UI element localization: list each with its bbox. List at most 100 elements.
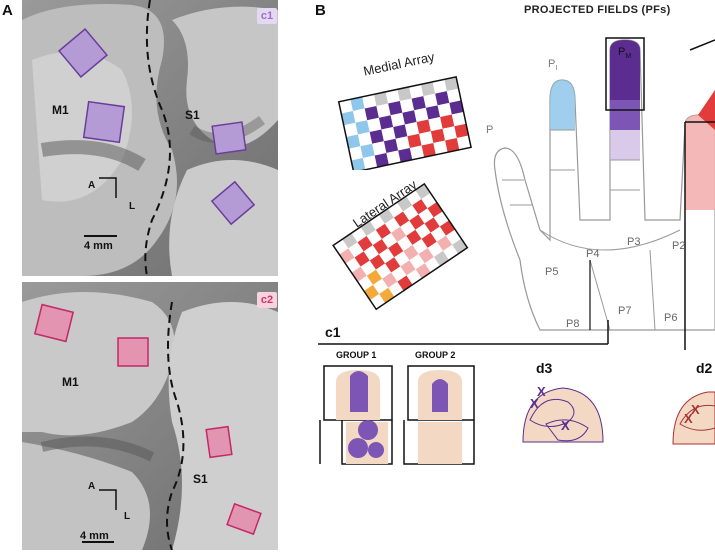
- array-electrode: [372, 239, 389, 255]
- array-electrode: [440, 114, 455, 129]
- mark-x: X: [537, 384, 546, 399]
- array-electrode: [374, 153, 389, 168]
- d3-label: d3: [536, 360, 553, 376]
- d2-label: d2: [696, 360, 713, 376]
- mark-x: X: [691, 402, 700, 417]
- array-electrode: [418, 208, 434, 224]
- palm-label: P6: [664, 312, 678, 324]
- array-electrode: [357, 236, 373, 252]
- mark-x: X: [561, 418, 570, 433]
- array-electrode: [354, 251, 370, 267]
- array-electrode: [409, 214, 425, 230]
- medial-array-grid: [337, 75, 472, 170]
- array-electrode: [373, 91, 389, 107]
- array-electrode: [366, 229, 382, 246]
- label-s1-c2: S1: [193, 472, 208, 486]
- array-electrode: [381, 127, 396, 142]
- axis-a-label: A: [88, 180, 96, 191]
- label-p-middle: PM: [618, 46, 632, 61]
- scale-bar-label: 4 mm: [84, 240, 113, 252]
- panel-a-letter: A: [2, 2, 13, 19]
- array-electrode: [449, 100, 464, 115]
- array-electrode: [456, 135, 472, 150]
- array-square: [210, 180, 256, 226]
- array-electrode: [343, 122, 358, 138]
- group1-label: GROUP 1: [336, 350, 377, 360]
- array-electrode: [416, 119, 431, 134]
- array-electrode: [442, 126, 457, 141]
- lateral-array-grid: [332, 182, 469, 311]
- array-square: [211, 121, 247, 155]
- array-electrode: [363, 245, 379, 261]
- label-p-index: PI: [548, 58, 558, 73]
- array-electrode: [412, 199, 428, 215]
- array-electrode: [432, 79, 447, 94]
- mark-x: X: [684, 411, 693, 426]
- array-electrode: [373, 278, 389, 294]
- pf-title: PROJECTED FIELDS (PFs): [524, 4, 671, 16]
- array-electrode: [352, 108, 368, 123]
- array-electrode: [444, 76, 459, 92]
- array-square: [117, 337, 149, 367]
- array-electrode: [383, 138, 399, 154]
- array-electrode: [403, 205, 419, 221]
- array-electrode: [423, 93, 438, 108]
- label-m1-c2: M1: [62, 375, 79, 389]
- array-electrode: [360, 260, 376, 276]
- array-electrode: [366, 269, 383, 285]
- array-electrode: [385, 257, 401, 273]
- array-electrode: [415, 223, 431, 239]
- array-square: [82, 100, 126, 144]
- badge-c2: c2: [257, 292, 277, 308]
- axis-l-label: L: [129, 201, 136, 212]
- array-electrode: [399, 98, 415, 113]
- array-electrode: [375, 263, 392, 279]
- array-electrode: [364, 106, 379, 121]
- mark-x: X: [530, 396, 539, 411]
- array-electrode: [395, 136, 410, 151]
- array-electrode: [375, 223, 392, 240]
- array-electrode: [372, 141, 387, 156]
- array-electrode: [446, 88, 462, 103]
- array-electrode: [378, 115, 394, 130]
- hand-diagram: [493, 37, 715, 350]
- array-electrode: [436, 235, 453, 251]
- array-electrode: [402, 110, 417, 125]
- array-electrode: [411, 96, 426, 111]
- array-electrode: [351, 157, 366, 170]
- brain-image-c2: [22, 282, 278, 551]
- array-electrode: [350, 96, 365, 112]
- array-electrode: [397, 235, 413, 252]
- palm-label: P5: [545, 266, 559, 278]
- badge-c1: c1: [257, 8, 277, 24]
- array-electrode: [407, 133, 422, 149]
- array-electrode: [427, 241, 444, 258]
- array-electrode: [430, 128, 446, 144]
- array-square: [226, 502, 262, 536]
- palm-label: P8: [566, 318, 580, 330]
- array-electrode: [445, 138, 460, 153]
- array-electrode: [346, 134, 361, 149]
- array-electrode: [357, 132, 373, 147]
- array-electrode: [381, 232, 398, 249]
- panel-b-letter: B: [315, 2, 326, 19]
- array-electrode: [421, 143, 436, 158]
- array-electrode: [409, 145, 425, 160]
- array-electrode: [400, 260, 416, 276]
- array-electrode: [391, 226, 407, 242]
- palm-label: P7: [618, 305, 632, 317]
- c1-fingertips: [319, 365, 715, 465]
- array-electrode: [362, 155, 378, 170]
- array-electrode: [388, 101, 403, 116]
- array-electrode: [341, 111, 356, 126]
- array-electrode: [454, 123, 469, 139]
- array-electrode: [393, 124, 408, 139]
- axis-l-label-c2: L: [124, 511, 131, 522]
- array-electrode: [394, 211, 410, 227]
- array-electrode: [435, 91, 450, 106]
- array-electrode: [367, 117, 382, 133]
- array-electrode: [385, 89, 400, 104]
- array-electrode: [412, 238, 428, 255]
- array-electrode: [390, 112, 405, 128]
- array-electrode: [409, 254, 425, 270]
